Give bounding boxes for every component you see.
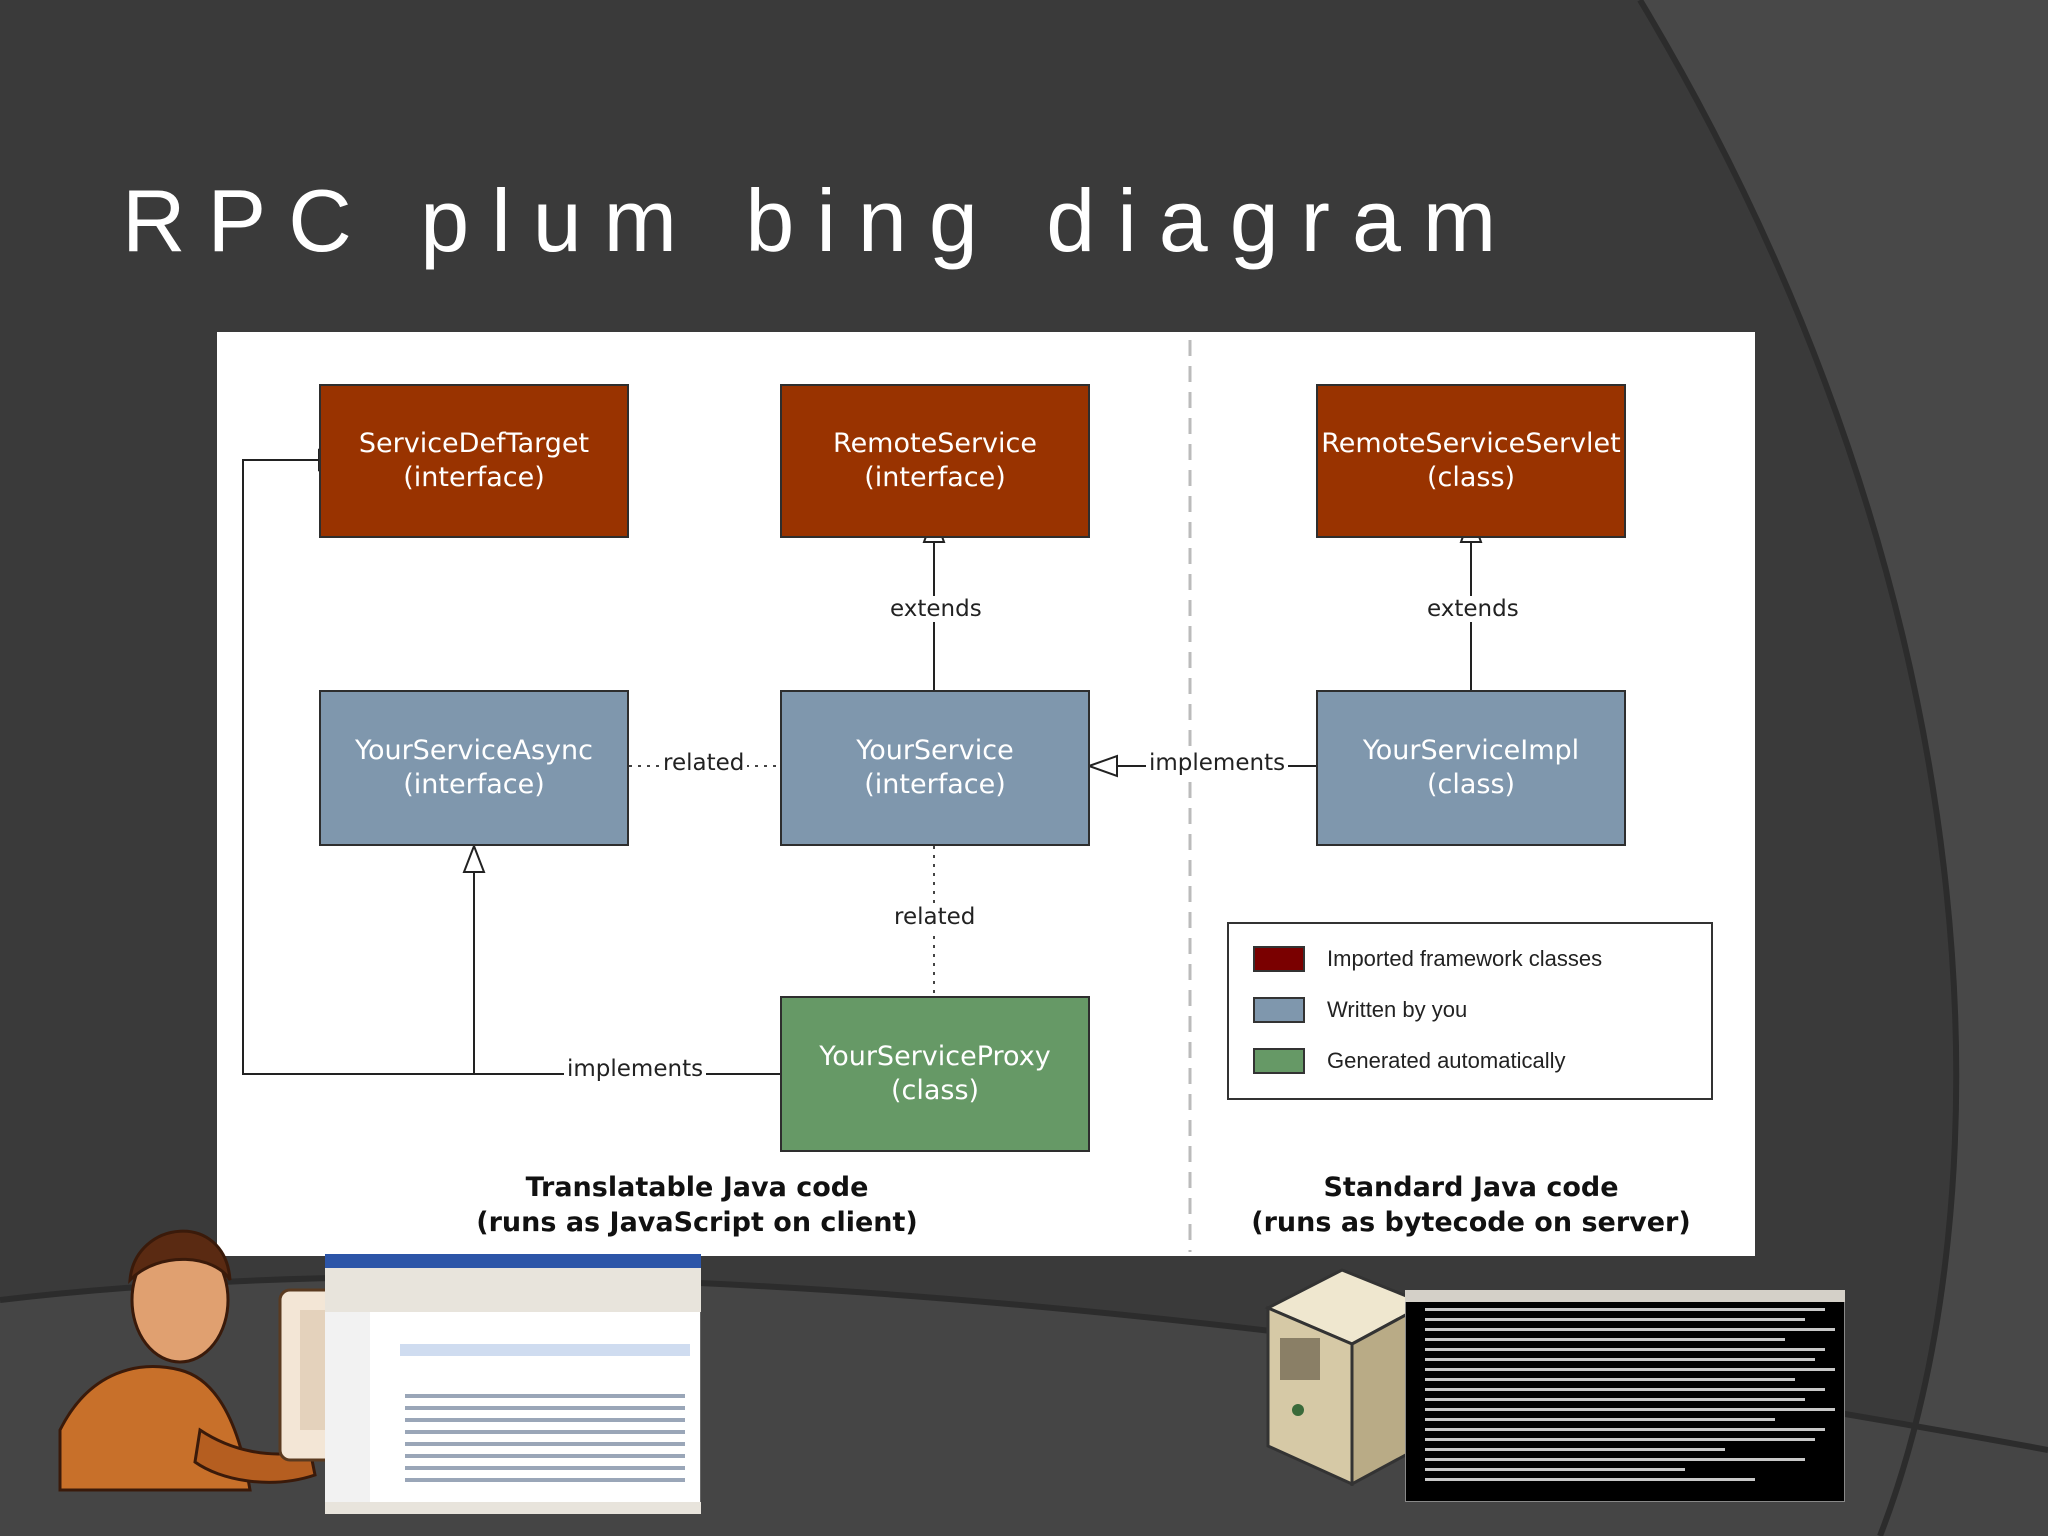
legend-item-imported: Imported framework classes [1253, 944, 1602, 974]
caption-server-line2: (runs as bytecode on server) [1251, 1207, 1691, 1238]
box-servicedeftarget-kind: (interface) [403, 462, 545, 493]
label-implements-left: implements [564, 1056, 707, 1082]
legend-label-generated: Generated automatically [1327, 1048, 1566, 1073]
rpc-diagram: ServiceDefTarget (interface) RemoteServi… [217, 332, 1755, 1256]
box-yourserviceimpl-kind: (class) [1426, 769, 1516, 800]
implements-arrowhead-yourservice [1086, 754, 1118, 778]
box-servicedeftarget-name: ServiceDefTarget [358, 428, 590, 459]
box-yourservice-name: YourService [856, 735, 1014, 766]
box-yourserviceasync-kind: (interface) [403, 769, 545, 800]
label-extends-left: extends [887, 596, 985, 622]
browser-window-screenshot [325, 1254, 701, 1514]
box-remoteserviceservlet-name: RemoteServiceServlet [1321, 428, 1621, 459]
box-servicedeftarget: ServiceDefTarget (interface) [319, 384, 629, 538]
terminal-window-screenshot [1405, 1290, 1845, 1502]
box-remoteservice-name: RemoteService [833, 428, 1037, 459]
caption-client: Translatable Java code (runs as JavaScri… [437, 1170, 957, 1240]
box-remoteserviceservlet-kind: (class) [1426, 462, 1516, 493]
caption-server-line1: Standard Java code [1323, 1172, 1619, 1203]
legend-label-written: Written by you [1327, 997, 1468, 1022]
legend-swatch-written [1253, 997, 1305, 1023]
legend-label-imported: Imported framework classes [1327, 946, 1603, 971]
legend-item-generated: Generated automatically [1253, 1046, 1565, 1076]
legend-swatch-imported [1253, 946, 1305, 972]
implements-arrowhead-async [462, 843, 486, 873]
legend-swatch-generated [1253, 1048, 1305, 1074]
legend-item-written: Written by you [1253, 995, 1467, 1025]
label-related-vertical: related [891, 904, 979, 930]
box-yourserviceimpl: YourServiceImpl (class) [1316, 690, 1626, 846]
box-yourserviceasync-name: YourServiceAsync [355, 735, 593, 766]
box-yourservice-kind: (interface) [864, 769, 1006, 800]
box-yourserviceasync: YourServiceAsync (interface) [319, 690, 629, 846]
box-remoteservice: RemoteService (interface) [780, 384, 1090, 538]
box-remoteserviceservlet: RemoteServiceServlet (class) [1316, 384, 1626, 538]
box-yourserviceproxy-name: YourServiceProxy [819, 1041, 1051, 1072]
legend: Imported framework classes Written by yo… [1227, 922, 1713, 1100]
caption-client-line2: (runs as JavaScript on client) [476, 1207, 918, 1238]
caption-client-line1: Translatable Java code [525, 1172, 869, 1203]
box-yourserviceproxy: YourServiceProxy (class) [780, 996, 1090, 1152]
box-remoteservice-kind: (interface) [864, 462, 1006, 493]
label-extends-right: extends [1424, 596, 1522, 622]
slide-title: RPC plum bing diagram [122, 171, 1519, 270]
box-yourserviceimpl-name: YourServiceImpl [1362, 735, 1580, 766]
label-related-horizontal: related [660, 750, 748, 776]
box-yourserviceproxy-kind: (class) [890, 1075, 980, 1106]
box-yourservice: YourService (interface) [780, 690, 1090, 846]
label-implements-right: implements [1146, 750, 1289, 776]
implements-line-left [242, 459, 781, 1075]
caption-server: Standard Java code (runs as bytecode on … [1211, 1170, 1731, 1240]
person-at-computer-clipart [58, 1229, 357, 1492]
